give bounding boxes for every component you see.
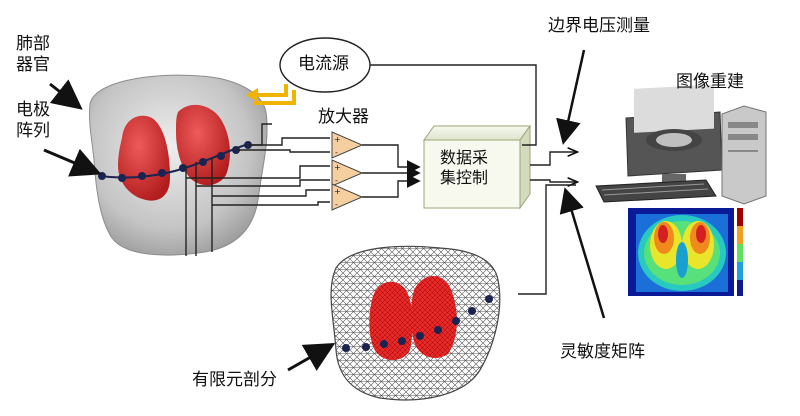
mesh-electrode-dot xyxy=(380,340,388,348)
electrode-wiring xyxy=(185,123,330,256)
boundary-voltage-pointer xyxy=(556,49,586,145)
electrode-dot xyxy=(138,172,146,180)
daq-label-line1: 数据采 xyxy=(440,148,489,167)
lung-organ-pointer xyxy=(49,79,83,110)
current-arrow-head xyxy=(246,88,258,102)
computer-icon xyxy=(595,84,767,205)
reconstruction-heatmap xyxy=(628,208,743,296)
electrode-dot xyxy=(98,172,106,180)
daq-label-line2: 集控制 xyxy=(440,168,489,187)
electrode-array-label-line2: 阵列 xyxy=(16,121,50,142)
current-source-label: 电流源 xyxy=(298,54,349,74)
svg-text:+: + xyxy=(334,135,341,144)
fem-mesh-label: 有限元剖分 xyxy=(192,370,277,390)
right-lung-shape xyxy=(176,104,230,186)
mesh-electrode-dot xyxy=(398,337,406,345)
mesh-right-lung xyxy=(411,275,457,358)
torso-tissue-shape xyxy=(89,74,268,256)
amplifier-label: 放大器 xyxy=(318,107,369,127)
electrode-dot xyxy=(158,169,166,177)
left-lung-shape xyxy=(118,115,170,201)
electrode-dot xyxy=(217,152,225,160)
fem-mesh-pointer xyxy=(287,343,336,372)
amplifier-output-lines xyxy=(362,144,421,198)
electrode-dot xyxy=(179,164,187,172)
mesh-electrode-dot xyxy=(362,343,370,351)
lung-organ-label: 肺部 器官 xyxy=(16,34,50,77)
electrode-dots xyxy=(98,141,252,182)
mesh-electrode-dot xyxy=(485,295,493,303)
electrode-array-label: 电极 阵列 xyxy=(16,100,50,143)
lung-organ-label-line2: 器官 xyxy=(16,55,50,76)
amplifier-triangles: + - + - + - xyxy=(331,131,364,211)
image-reconstruction-label: 图像重建 xyxy=(676,72,744,92)
svg-text:-: - xyxy=(335,200,338,209)
svg-text:-: - xyxy=(335,176,338,185)
fem-mesh-model xyxy=(330,245,501,401)
svg-text:+: + xyxy=(334,163,341,172)
svg-text:-: - xyxy=(335,148,338,157)
electrode-dot xyxy=(199,158,207,166)
mesh-electrode-dots xyxy=(342,295,493,352)
mesh-link xyxy=(518,184,576,295)
amplifier-3 xyxy=(331,183,364,211)
electrode-array-pointer xyxy=(43,148,102,177)
mesh-electrode-dot xyxy=(416,332,424,340)
amplifier-2 xyxy=(331,159,364,187)
electrode-array-label-line1: 电极 xyxy=(16,100,50,120)
mesh-electrode-dot xyxy=(452,317,460,325)
boundary-voltage-label: 边界电压测量 xyxy=(548,16,650,36)
mesh-left-lung xyxy=(369,281,413,361)
daq-label: 数据采 集控制 xyxy=(440,148,488,188)
daq-output-lines xyxy=(530,152,576,182)
sensitivity-matrix-label: 灵敏度矩阵 xyxy=(560,342,645,362)
daq-box xyxy=(423,124,531,210)
svg-text:+: + xyxy=(334,187,341,196)
torso-model xyxy=(89,74,268,256)
sensitivity-matrix-pointer xyxy=(559,187,606,319)
mesh-electrode-dot xyxy=(468,307,476,315)
mesh-electrode-dot xyxy=(342,344,350,352)
mesh-electrode-dot xyxy=(434,326,442,334)
current-source-link xyxy=(370,64,537,146)
current-injection-arrows xyxy=(254,84,296,105)
lung-organ-label-line1: 肺部 xyxy=(16,34,50,54)
amplifier-1 xyxy=(331,131,364,159)
electrode-dot xyxy=(118,174,126,182)
